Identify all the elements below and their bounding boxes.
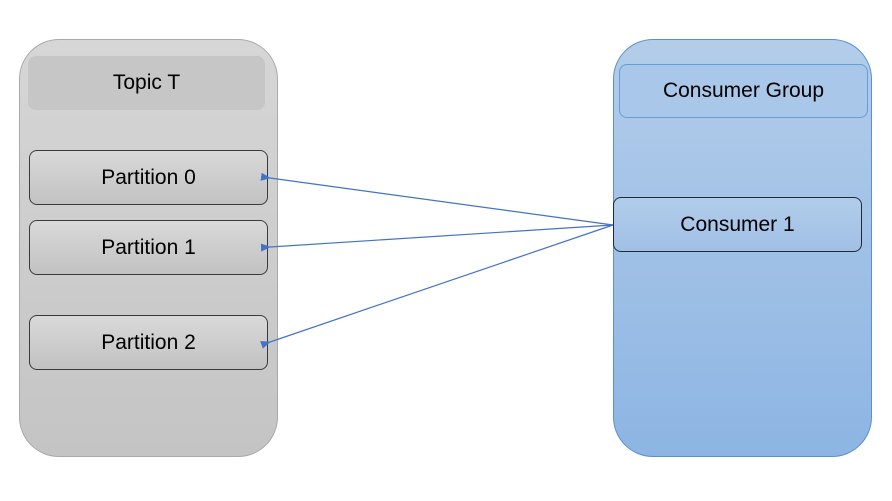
consumer-1: Consumer 1	[613, 197, 862, 252]
partition-0: Partition 0	[29, 150, 268, 205]
arrow-to-partition-2	[260, 224, 614, 349]
topic-title: Topic T	[28, 56, 265, 110]
consumer-group-title: Consumer Group	[619, 64, 868, 118]
partition-1: Partition 1	[29, 220, 268, 275]
arrow-to-partition-1	[260, 224, 614, 252]
partition-2: Partition 2	[29, 315, 268, 370]
arrow-to-partition-0	[260, 172, 614, 226]
